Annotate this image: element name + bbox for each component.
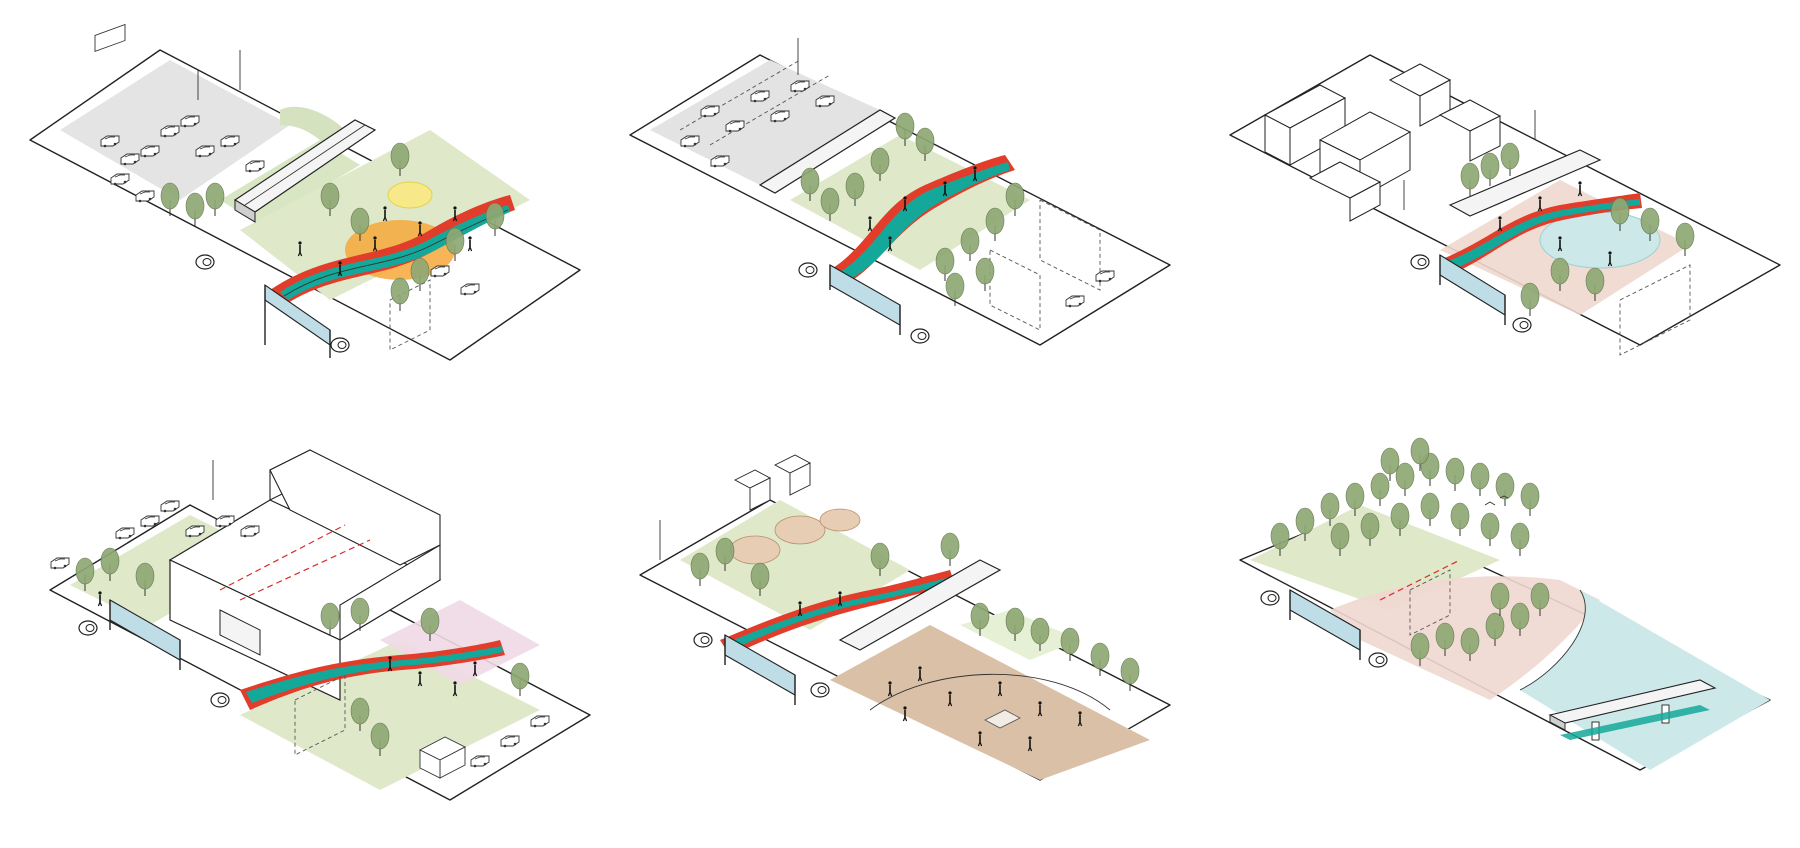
yellow-plaza [387, 181, 433, 209]
track-lane [283, 209, 509, 297]
ghost-building [1619, 264, 1691, 356]
culvert-pipe-icon [1410, 254, 1430, 270]
clay-field [830, 625, 1150, 780]
roundabout-grass [280, 106, 345, 145]
panel-sports-field [639, 454, 1171, 781]
overpass-deck [1448, 149, 1602, 217]
overpass-deck [838, 559, 1002, 651]
lane-marking [709, 74, 831, 146]
highway-lanes [650, 60, 880, 185]
culvert-pipe-icon [798, 262, 818, 278]
panel-highway-park [629, 38, 1171, 346]
panel-buildings-pool [1229, 54, 1781, 356]
culvert-pipe-icon [78, 620, 98, 636]
kiosk-building [734, 454, 811, 511]
ghost-building [989, 249, 1041, 331]
ghost-building [294, 674, 346, 756]
culvert-pipe-icon [810, 682, 830, 698]
bird-icon [1484, 495, 1509, 506]
culvert-pipe-icon [1368, 652, 1388, 668]
culvert-box [724, 634, 796, 696]
ground-plane [629, 54, 1171, 346]
culvert-pipe-icon [1260, 590, 1280, 606]
culvert-pipe-icon [1512, 317, 1532, 333]
track-teal [246, 646, 503, 703]
playground-pad [729, 535, 781, 565]
culvert-pipe-icon [910, 328, 930, 344]
bridge-icon [1548, 679, 1717, 741]
culvert-pipe-icon [195, 254, 215, 270]
track-red [1440, 193, 1642, 275]
red-dash-line [1379, 559, 1461, 601]
river-water [1520, 590, 1770, 770]
overpass-edge [234, 199, 256, 223]
pitch-strip [984, 709, 1021, 729]
billboard-icon [94, 23, 126, 53]
ghost-building [389, 279, 431, 351]
overpass-deck [758, 109, 897, 194]
building-blocks [1263, 63, 1502, 222]
riverbank-line [1519, 589, 1586, 691]
culvert-box [829, 264, 901, 326]
culvert-pipe-icon [330, 337, 350, 353]
plaza-pink [380, 600, 540, 685]
playground-pad [774, 515, 826, 545]
lawn-strip [960, 610, 1080, 660]
field-arc [869, 673, 1111, 711]
ghost-building [1409, 569, 1451, 636]
overpass-line [244, 124, 366, 206]
truck-icon [419, 736, 466, 779]
lane-marking [679, 59, 801, 131]
track-teal [726, 577, 952, 650]
track-teal [840, 162, 1010, 280]
panel-intersection [29, 23, 581, 361]
playground-pad [819, 508, 861, 532]
ghost-building [1039, 199, 1101, 291]
panel-river-forest [1239, 437, 1771, 771]
panel-building-over-track [49, 449, 591, 801]
culvert-pipe-icon [693, 632, 713, 648]
culvert-pipe-icon [210, 692, 230, 708]
